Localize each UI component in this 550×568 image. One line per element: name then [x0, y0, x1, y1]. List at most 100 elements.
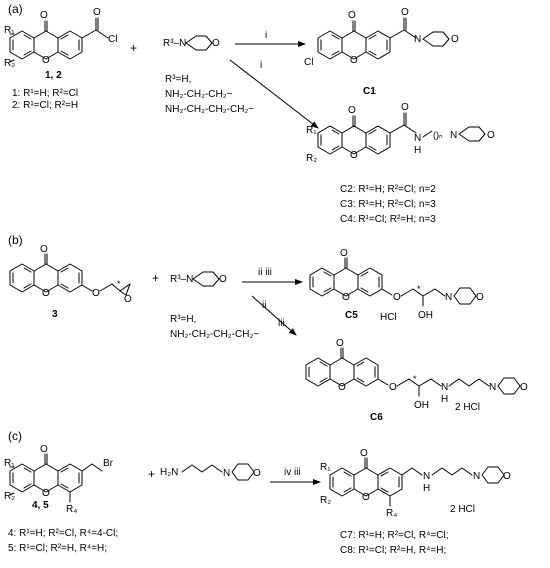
aminopropyl-morpholine-reagent: H₂N N O [160, 463, 261, 481]
c3-ring-oxygen: O [42, 288, 50, 299]
c1-carbonyl-oxygen: O [348, 10, 356, 21]
arrow-to-c6 [251, 295, 297, 336]
c7-r4-label: R₄ [386, 508, 397, 519]
c1-ring-oxygen: O [350, 55, 358, 66]
panel-label-b: (b) [8, 233, 23, 247]
compound-c8-definition: C8: R¹=Cl; R²=H, R⁴=H; [340, 545, 446, 556]
c4-bromine-label: Br [103, 458, 114, 469]
c7-r1-label: R₁ [320, 462, 331, 473]
plus-sign-b: + [152, 271, 159, 285]
c2-amide-n: N [414, 133, 421, 144]
c1-chlorine-label: Cl [304, 57, 313, 68]
compound-c6-structure: O O O * OH N H N O 2 HCl C6 [305, 338, 528, 423]
r3-option-propyl-b: NH₂-CH₂-CH₂-CH₂~ [170, 329, 259, 340]
c5-ring-oxygen: O [342, 292, 350, 303]
c4-r2-label: R₂ [4, 491, 15, 502]
c5-hcl-label: HCl [380, 312, 397, 323]
compound-4-5-label: 4, 5 [32, 500, 49, 511]
c1-nitrogen: N [414, 34, 421, 45]
c6-morpholine-n: N [489, 382, 496, 393]
reagent-morpholine-oxygen: O [253, 468, 261, 479]
compound-4-definition: 4: R¹=H; R²=Cl, R⁴=4-Cl; [8, 528, 118, 539]
arrow-c6-reagent-iii: iii [278, 318, 285, 329]
c2-r1-label: R₁ [306, 125, 317, 136]
compound-4-5-structure: O O R₁ R₂ R₄ Br 4, 5 [4, 444, 114, 515]
plus-sign-c: + [148, 467, 155, 481]
compound-3-label: 3 [52, 309, 58, 320]
c6-morpholine-oxygen: O [520, 382, 528, 393]
compound-c5-structure: O O O * OH N O HCl C5 [309, 248, 484, 323]
c6-stereocenter: * [413, 374, 417, 384]
c7-amine-h: H [423, 483, 430, 494]
morpholine-oxygen-label-b: O [219, 274, 227, 285]
acyl-oxygen-label: O [93, 7, 101, 18]
reagent-amine-label: H₂N [160, 467, 178, 478]
c5-carbonyl-oxygen: O [340, 248, 348, 259]
c7-morpholine-n: N [473, 471, 480, 482]
c4-r1-label: R₁ [4, 458, 15, 469]
c1-amide-oxygen: O [401, 7, 409, 18]
c6-amine-n: N [441, 382, 448, 393]
c2-carbonyl-oxygen: O [348, 105, 356, 116]
panel-label-c: (c) [8, 429, 22, 443]
c3-xanthone-oxygen: O [40, 244, 48, 255]
arrow-c2-reagent: i [260, 60, 262, 71]
c7-r2-label: R₂ [320, 495, 331, 506]
compound-1-2-label: 1, 2 [45, 70, 62, 81]
c1-morpholine-oxygen: O [451, 34, 459, 45]
c5-ether-oxygen: O [393, 292, 401, 303]
compound-c4-definition: C4: R¹=Cl; R²=H; n=3 [340, 214, 436, 225]
compound-c7-definition: C7: R¹=H; R²=Cl, R⁴=Cl; [340, 530, 448, 541]
c3-stereocenter: * [117, 279, 121, 289]
c6-2hcl-label: 2 HCl [455, 402, 480, 413]
c5-stereocenter: * [417, 284, 421, 294]
r3-option-ethyl: NH₂-CH₂-CH₂~ [165, 89, 233, 100]
c6-ether-oxygen: O [389, 382, 397, 393]
c6-carbonyl-oxygen: O [336, 338, 344, 349]
arrow-c7-reagents: iv iii [284, 467, 301, 478]
compound-c3-definition: C3: R¹=H; R²=Cl; n=3 [340, 199, 436, 210]
morpholine-reagent-a: R³–N O [163, 35, 220, 51]
panel-label-a: (a) [8, 2, 23, 16]
compound-5-definition: 5: R¹=Cl; R²=H, R⁴=H; [8, 543, 107, 554]
compound-c1-label: C1 [363, 86, 376, 97]
compound-c1-structure: O O Cl O N O C1 [304, 7, 459, 97]
compound-2-definition: 2: R¹=Cl; R²=H [12, 100, 78, 111]
plus-sign-a: + [130, 41, 137, 55]
r3-n-label: R³–N [163, 38, 186, 49]
c7-ring-oxygen: O [362, 492, 370, 503]
r3-n-label-b: R³–N [170, 274, 193, 285]
arrow-c1-reagent: i [265, 30, 267, 41]
arrow-c6-reagent-ii: ii [262, 300, 266, 311]
r1-label: R₁ [4, 25, 15, 36]
c6-amine-h: H [441, 394, 448, 405]
r2-label: R₂ [4, 58, 15, 69]
c2-morpholine-oxygen: O [487, 130, 495, 141]
compound-c5-label: C5 [345, 310, 358, 321]
c7-amine-n: N [423, 471, 430, 482]
c3-epoxide-oxygen: O [124, 294, 132, 305]
c5-morpholine-n: N [445, 292, 452, 303]
c7-morpholine-oxygen: O [503, 471, 511, 482]
acyl-chloride-label: Cl [108, 34, 117, 45]
compound-3-structure: O O O * O 3 [9, 244, 132, 320]
c2-ring-oxygen: O [350, 150, 358, 161]
compound-1-2-structure: O O R₁ R₂ O Cl 1, 2 [4, 7, 117, 81]
compound-c7-c8-structure: O O R₁ R₂ R₄ N H N O 2 HCl [320, 448, 511, 519]
morpholine-oxygen-label: O [212, 38, 220, 49]
c2-chain-label: ()ₙ [433, 130, 443, 140]
c2-morpholine-n: N [450, 130, 457, 141]
compound-c6-label: C6 [370, 412, 383, 423]
compound-c2-c4-structure: O O R₁ R₂ O N H ()ₙ N O [306, 102, 495, 164]
c4-ring-oxygen: O [42, 488, 50, 499]
c5-hydroxyl: OH [418, 310, 433, 321]
c4-r4-label: R₄ [66, 504, 77, 515]
r3-option-h-b: R³=H, [170, 314, 196, 325]
c2-r2-label: R₂ [306, 153, 317, 164]
c2-amide-oxygen: O [401, 102, 409, 113]
xanthone-oxygen-label: O [40, 10, 48, 21]
compound-c2-definition: C2: R¹=H; R²=Cl; n=2 [340, 184, 436, 195]
c7-carbonyl-oxygen: O [360, 448, 368, 459]
c2-amide-h: H [414, 145, 421, 156]
